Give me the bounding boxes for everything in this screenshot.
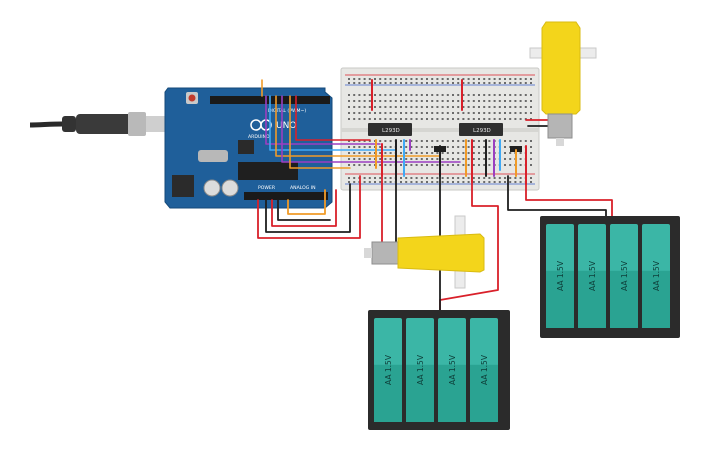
battery-cell-label: AA 1.5V [448,354,457,385]
battery-cell-label: AA 1.5V [620,260,629,291]
battery-2-cells: AA 1.5V AA 1.5V AA 1.5V AA 1.5V [546,224,670,328]
atmega-chip [238,162,298,180]
brand-label: ARDUINO [248,134,270,140]
battery-cell-label: AA 1.5V [556,260,565,291]
battery-1-cells: AA 1.5V AA 1.5V AA 1.5V AA 1.5V [374,318,498,422]
battery-pack-2[interactable]: AA 1.5V AA 1.5V AA 1.5V AA 1.5V [540,216,680,338]
power-label: POWER [258,185,276,191]
driver-1-label: L293D [382,128,400,134]
digital-label: DIGITAL (PWM~) [268,108,306,114]
power-analog-header [244,192,328,200]
l293d-driver-2[interactable]: L293D [459,123,503,136]
driver-2-label: L293D [473,128,491,134]
wires [257,79,613,311]
analog-label: ANALOG IN [290,185,316,191]
battery-cell-label: AA 1.5V [652,260,661,291]
battery-cell-label: AA 1.5V [480,354,489,385]
dc-motor-2[interactable] [529,21,597,146]
battery-pack-1[interactable]: AA 1.5V AA 1.5V AA 1.5V AA 1.5V [368,310,510,430]
usb-cable [29,112,176,136]
battery-cell-label: AA 1.5V [588,260,597,291]
arduino-uno-board[interactable]: DIGITAL (PWM~) ARDUINO UNO POWER ANALOG … [164,87,333,209]
battery-cell-label: AA 1.5V [416,354,425,385]
power-jack [172,175,194,197]
battery-cell-label: AA 1.5V [384,354,393,385]
dc-motor-1[interactable] [364,215,485,289]
l293d-driver-1[interactable]: L293D [368,123,412,136]
model-label: UNO [276,121,296,131]
